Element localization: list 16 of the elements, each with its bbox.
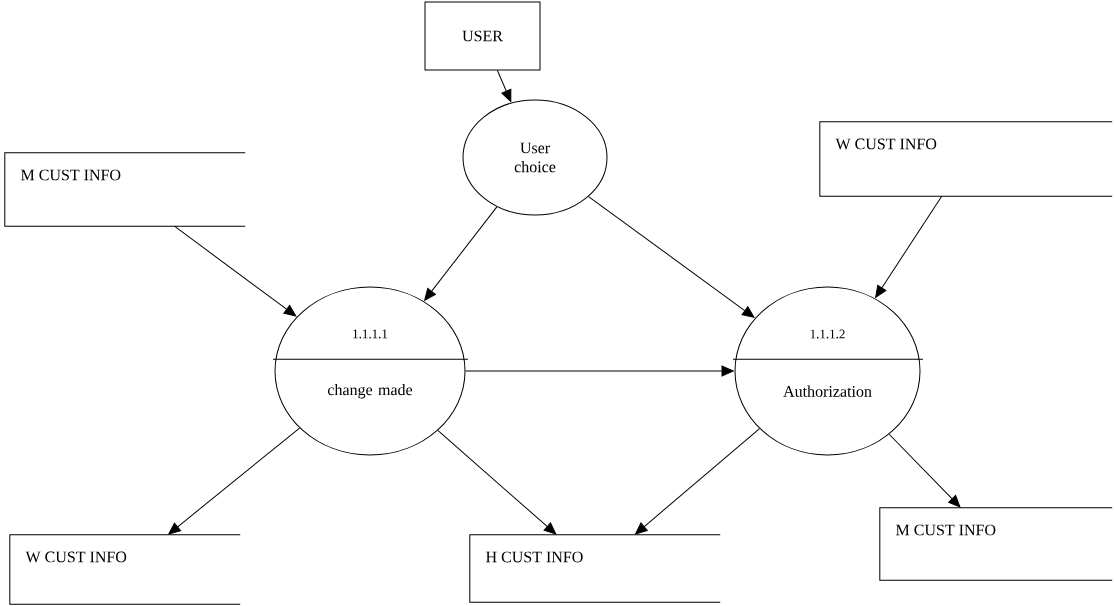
arrow — [588, 196, 755, 318]
arrow — [437, 430, 557, 535]
data-store: M CUST INFO — [4, 152, 246, 227]
arrow — [888, 433, 961, 508]
arrow — [465, 365, 734, 377]
data-store: W CUST INFO — [819, 121, 1113, 197]
arrow — [875, 195, 943, 298]
arrow — [635, 428, 761, 535]
data-store: M CUST INFO — [879, 507, 1113, 581]
data-store: H CUST INFO — [469, 534, 721, 603]
entity-box: USER — [424, 1, 541, 71]
arrow — [496, 70, 512, 102]
arrow — [168, 427, 301, 535]
arrow — [173, 225, 297, 317]
data-store: W CUST INFO — [9, 534, 241, 605]
arrow — [424, 206, 498, 301]
